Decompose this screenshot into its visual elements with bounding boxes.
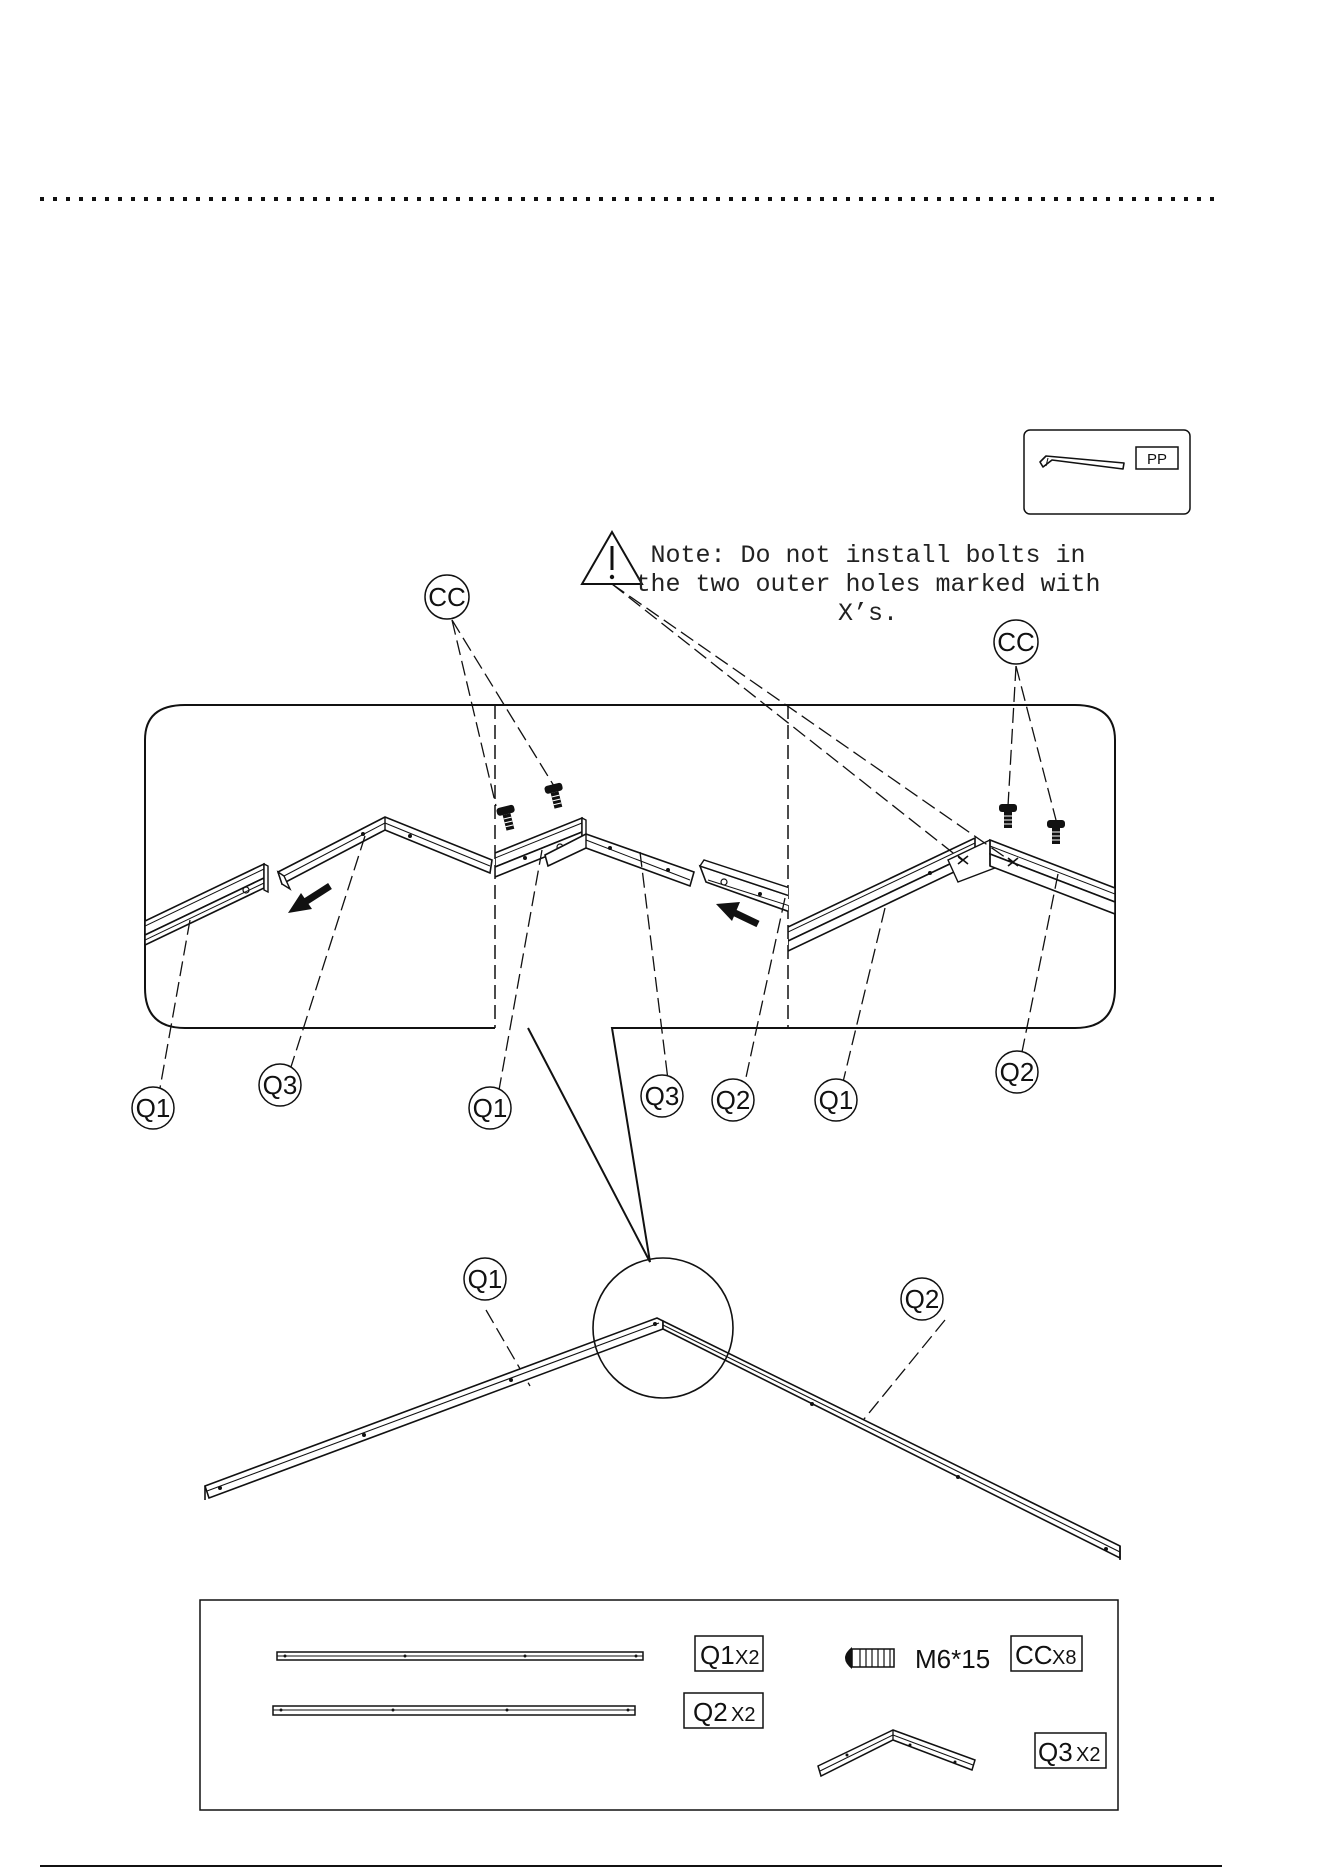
bolt-spec: M6*15 xyxy=(915,1644,990,1674)
svg-text:Q3: Q3 xyxy=(645,1081,680,1111)
tool-box: PP xyxy=(1024,430,1190,514)
bolt-icon xyxy=(1047,820,1065,844)
bolt-icon xyxy=(999,804,1017,828)
tool-label: PP xyxy=(1147,451,1167,468)
svg-text:CC: CC xyxy=(428,582,466,612)
svg-text:X8: X8 xyxy=(1052,1647,1076,1669)
part-q2-rail xyxy=(273,1706,635,1715)
part-q1-tag: Q1 X2 xyxy=(695,1636,763,1671)
callout-q2: Q2 xyxy=(712,1079,754,1121)
callout-q3: Q3 xyxy=(641,1075,683,1117)
svg-text:X2: X2 xyxy=(735,1647,759,1669)
svg-text:CC: CC xyxy=(1015,1640,1053,1670)
callout-cc: CC xyxy=(994,620,1038,664)
roof-beam-assembly xyxy=(205,1258,1120,1560)
arrow-icon xyxy=(716,902,758,924)
svg-text:Q1: Q1 xyxy=(819,1085,854,1115)
part-q3-connector xyxy=(818,1730,975,1776)
callout-cc: CC xyxy=(425,575,469,619)
callout-q1: Q1 xyxy=(464,1258,506,1300)
bolt-icon xyxy=(544,782,567,810)
svg-text:Q1: Q1 xyxy=(468,1264,503,1294)
q1-rail-piece xyxy=(145,864,268,945)
part-q1-rail xyxy=(277,1652,643,1660)
hex-key-icon xyxy=(1040,456,1124,469)
callout-q2: Q2 xyxy=(901,1278,943,1320)
part-cc-tag: CC X8 xyxy=(1011,1636,1082,1671)
arrow-icon xyxy=(288,886,330,913)
warning-line-2: the two outer holes marked with xyxy=(635,570,1100,599)
svg-text:Q1: Q1 xyxy=(136,1093,171,1123)
svg-text:Q2: Q2 xyxy=(1000,1057,1035,1087)
parts-list-box: Q1 X2 Q2 X2 M6*15 xyxy=(200,1600,1118,1810)
warning-line-1: Note: Do not install bolts in xyxy=(650,541,1085,570)
svg-text:Q2: Q2 xyxy=(693,1697,728,1727)
svg-text:Q2: Q2 xyxy=(905,1284,940,1314)
detail-callout-outline xyxy=(145,705,1115,1262)
detail-panel-3 xyxy=(788,804,1115,951)
callout-q2: Q2 xyxy=(996,1051,1038,1093)
detail-panel-1 xyxy=(145,817,492,945)
callout-q1: Q1 xyxy=(469,1087,511,1129)
svg-text:Q2: Q2 xyxy=(716,1085,751,1115)
warning-triangle-icon xyxy=(582,532,642,584)
bolt-icon xyxy=(496,804,519,832)
svg-text:Q1: Q1 xyxy=(473,1093,508,1123)
svg-text:Q3: Q3 xyxy=(263,1070,298,1100)
q3-connector-piece xyxy=(278,817,492,889)
warning-note: Note: Do not install bolts in the two ou… xyxy=(582,532,1101,628)
svg-text:X2: X2 xyxy=(1076,1744,1100,1766)
bolt-icon xyxy=(845,1647,894,1669)
warning-line-3: X’s. xyxy=(838,599,898,628)
svg-text:X2: X2 xyxy=(731,1704,755,1726)
callout-q1: Q1 xyxy=(132,1087,174,1129)
svg-text:Q3: Q3 xyxy=(1038,1737,1073,1767)
detail-panel-2 xyxy=(495,782,790,924)
q1-rail-piece xyxy=(788,838,975,951)
part-q2-tag: Q2 X2 xyxy=(684,1693,763,1728)
callout-q1: Q1 xyxy=(815,1079,857,1121)
callout-q3: Q3 xyxy=(259,1064,301,1106)
q2-rail-piece xyxy=(700,860,790,912)
svg-text:Q1: Q1 xyxy=(700,1640,735,1670)
part-q3-tag: Q3 X2 xyxy=(1035,1733,1106,1768)
svg-text:CC: CC xyxy=(997,627,1035,657)
